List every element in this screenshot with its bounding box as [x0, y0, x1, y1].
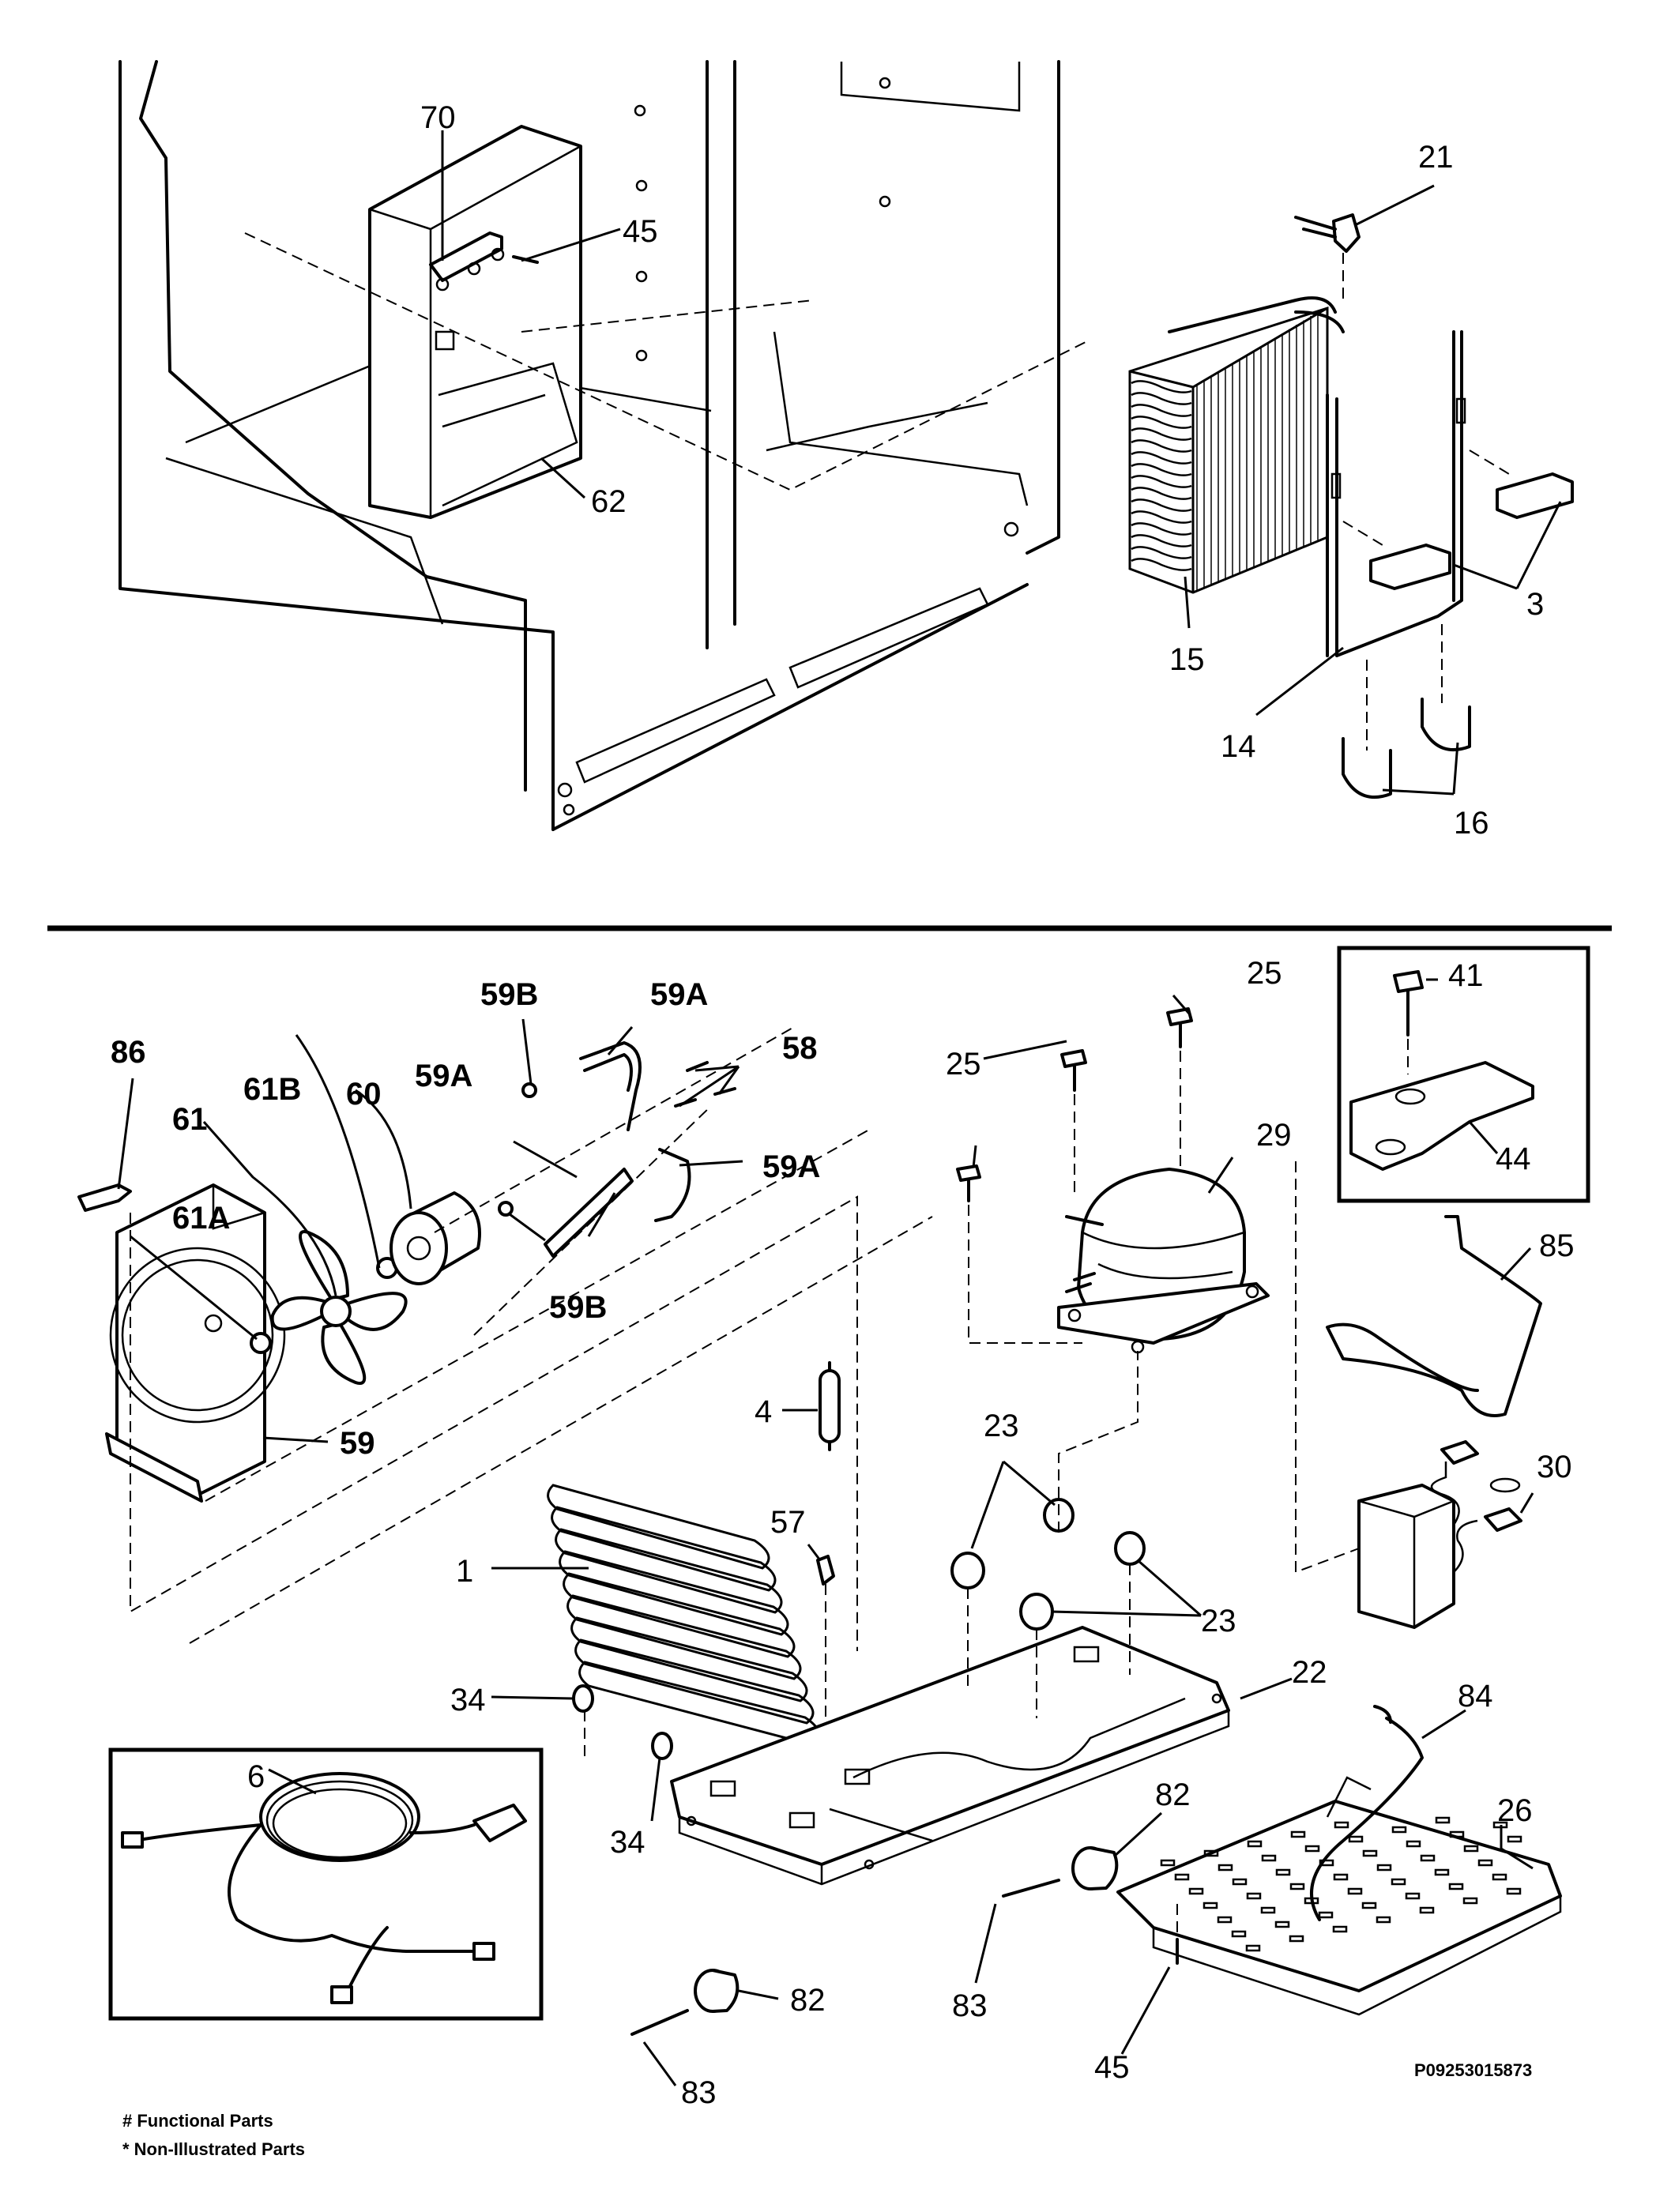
- callout-16: 16: [1454, 806, 1489, 841]
- leader-lines-top: [441, 130, 1562, 796]
- callout-14: 14: [1221, 729, 1256, 764]
- callout-25-right: 25: [1247, 956, 1282, 991]
- callout-86: 86: [111, 1035, 146, 1070]
- callout-22: 22: [1292, 1655, 1327, 1690]
- fan-motor-part-60: [390, 1191, 481, 1285]
- tubes-part-59A: [544, 1041, 691, 1258]
- callout-34-top: 34: [450, 1683, 486, 1717]
- callout-59: 59: [340, 1426, 375, 1461]
- callout-23-bottom: 23: [1201, 1604, 1236, 1638]
- callout-61B: 61B: [243, 1072, 301, 1107]
- callout-3: 3: [1526, 587, 1544, 622]
- callout-85: 85: [1539, 1228, 1575, 1263]
- callout-83-bottom: 83: [681, 2075, 717, 2110]
- bracket-part-86: [77, 1183, 132, 1212]
- callout-62: 62: [591, 484, 627, 519]
- callout-70: 70: [420, 100, 456, 135]
- callout-4: 4: [755, 1394, 772, 1429]
- grommets-part-34: [572, 1684, 673, 1762]
- callout-83-middle: 83: [952, 1988, 988, 2023]
- diagram-id: P09253015873: [1414, 2060, 1532, 2080]
- callout-59A-top: 59A: [650, 977, 708, 1012]
- legend-functional-parts: # Functional Parts: [122, 2111, 273, 2131]
- drain-pan-part-26: [1116, 1776, 1562, 2016]
- callout-30: 30: [1537, 1450, 1572, 1484]
- control-box-part-30: [1295, 1161, 1522, 1629]
- drier-part-4: [819, 1361, 841, 1451]
- clip-part-57: [816, 1555, 835, 1586]
- callout-82-top: 82: [1155, 1778, 1191, 1812]
- inset-box-41-44: [1337, 946, 1590, 1203]
- condenser-coil-part-1: [547, 1484, 821, 1747]
- footer: # Functional Parts * Non-Illustrated Par…: [122, 2060, 1532, 2159]
- fitting-part-21: [1294, 213, 1361, 300]
- inset-box-power-cord-6: [108, 1747, 544, 2021]
- ice-bucket-part-62: [368, 125, 582, 519]
- cabinet-illustration: [119, 60, 1060, 831]
- callout-84: 84: [1458, 1679, 1493, 1714]
- pin-part-83: [630, 1879, 1060, 2036]
- callout-45-bottom: 45: [1094, 2050, 1130, 2085]
- callout-1: 1: [456, 1554, 473, 1589]
- bolts-part-25: [956, 1007, 1193, 1344]
- callout-60: 60: [346, 1077, 382, 1112]
- callout-57: 57: [770, 1505, 806, 1540]
- callout-6: 6: [247, 1759, 265, 1794]
- callout-34-bottom: 34: [610, 1825, 645, 1860]
- callout-44: 44: [1496, 1142, 1531, 1176]
- callout-29: 29: [1256, 1118, 1292, 1153]
- callout-59A-mid: 59A: [415, 1059, 472, 1093]
- callout-25-left: 25: [946, 1047, 981, 1082]
- callout-45-top: 45: [623, 214, 658, 249]
- fan-bracket-part-59: [105, 1183, 286, 1503]
- block-part-3: [1342, 450, 1574, 590]
- callout-61A: 61A: [172, 1201, 230, 1236]
- callout-58: 58: [782, 1031, 818, 1066]
- stopper-part-82: [694, 1846, 1119, 2013]
- callout-15: 15: [1169, 642, 1205, 677]
- callout-labels: 70 45 62 21 3 15 14 16 59B 59A 58 86 61B…: [111, 100, 1575, 2110]
- callout-21: 21: [1418, 140, 1454, 175]
- callout-59A-right: 59A: [762, 1149, 820, 1184]
- callout-59B-bottom: 59B: [549, 1290, 607, 1325]
- callout-82-bottom: 82: [790, 1983, 826, 2018]
- condenser-part-15: [1128, 296, 1345, 594]
- fan-blade-part-61: [270, 1230, 408, 1386]
- legend-non-illustrated-parts: * Non-Illustrated Parts: [122, 2139, 305, 2159]
- compressor-part-29: [1057, 1168, 1270, 1354]
- callout-23-top: 23: [984, 1409, 1019, 1443]
- callout-61: 61: [172, 1102, 208, 1137]
- base-plate-part-22: [670, 1626, 1230, 1886]
- assembly-lines-left: [130, 1026, 933, 1651]
- leader-lines-bottom: [117, 978, 1534, 2086]
- clip-part-16: [1342, 624, 1471, 799]
- tube-part-84: [1310, 1717, 1424, 1921]
- tube-part-14: [1326, 330, 1466, 657]
- callout-59B-top: 59B: [480, 977, 538, 1012]
- callout-41: 41: [1448, 958, 1484, 993]
- callout-26: 26: [1497, 1793, 1533, 1828]
- tube-part-85: [1326, 1215, 1542, 1417]
